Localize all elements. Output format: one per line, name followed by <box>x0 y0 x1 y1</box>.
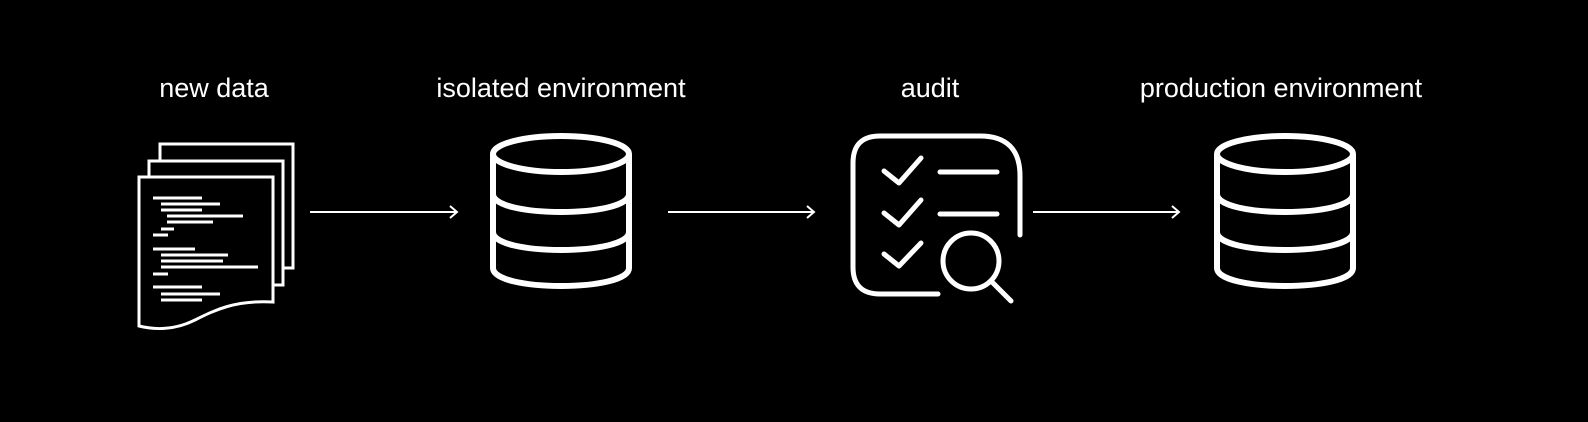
arrow-icon <box>310 205 459 219</box>
checklist-search-icon <box>850 133 1023 304</box>
step-label-new-data: new data <box>159 73 270 103</box>
database-icon <box>1214 133 1356 289</box>
database-icon <box>490 133 632 289</box>
step-label-production-environment: production environment <box>1140 73 1423 103</box>
documents-icon <box>137 142 295 330</box>
step-label-audit: audit <box>901 73 960 103</box>
arrow-icon <box>668 205 816 219</box>
arrow-icon <box>1033 205 1181 219</box>
step-label-isolated-environment: isolated environment <box>436 73 686 103</box>
